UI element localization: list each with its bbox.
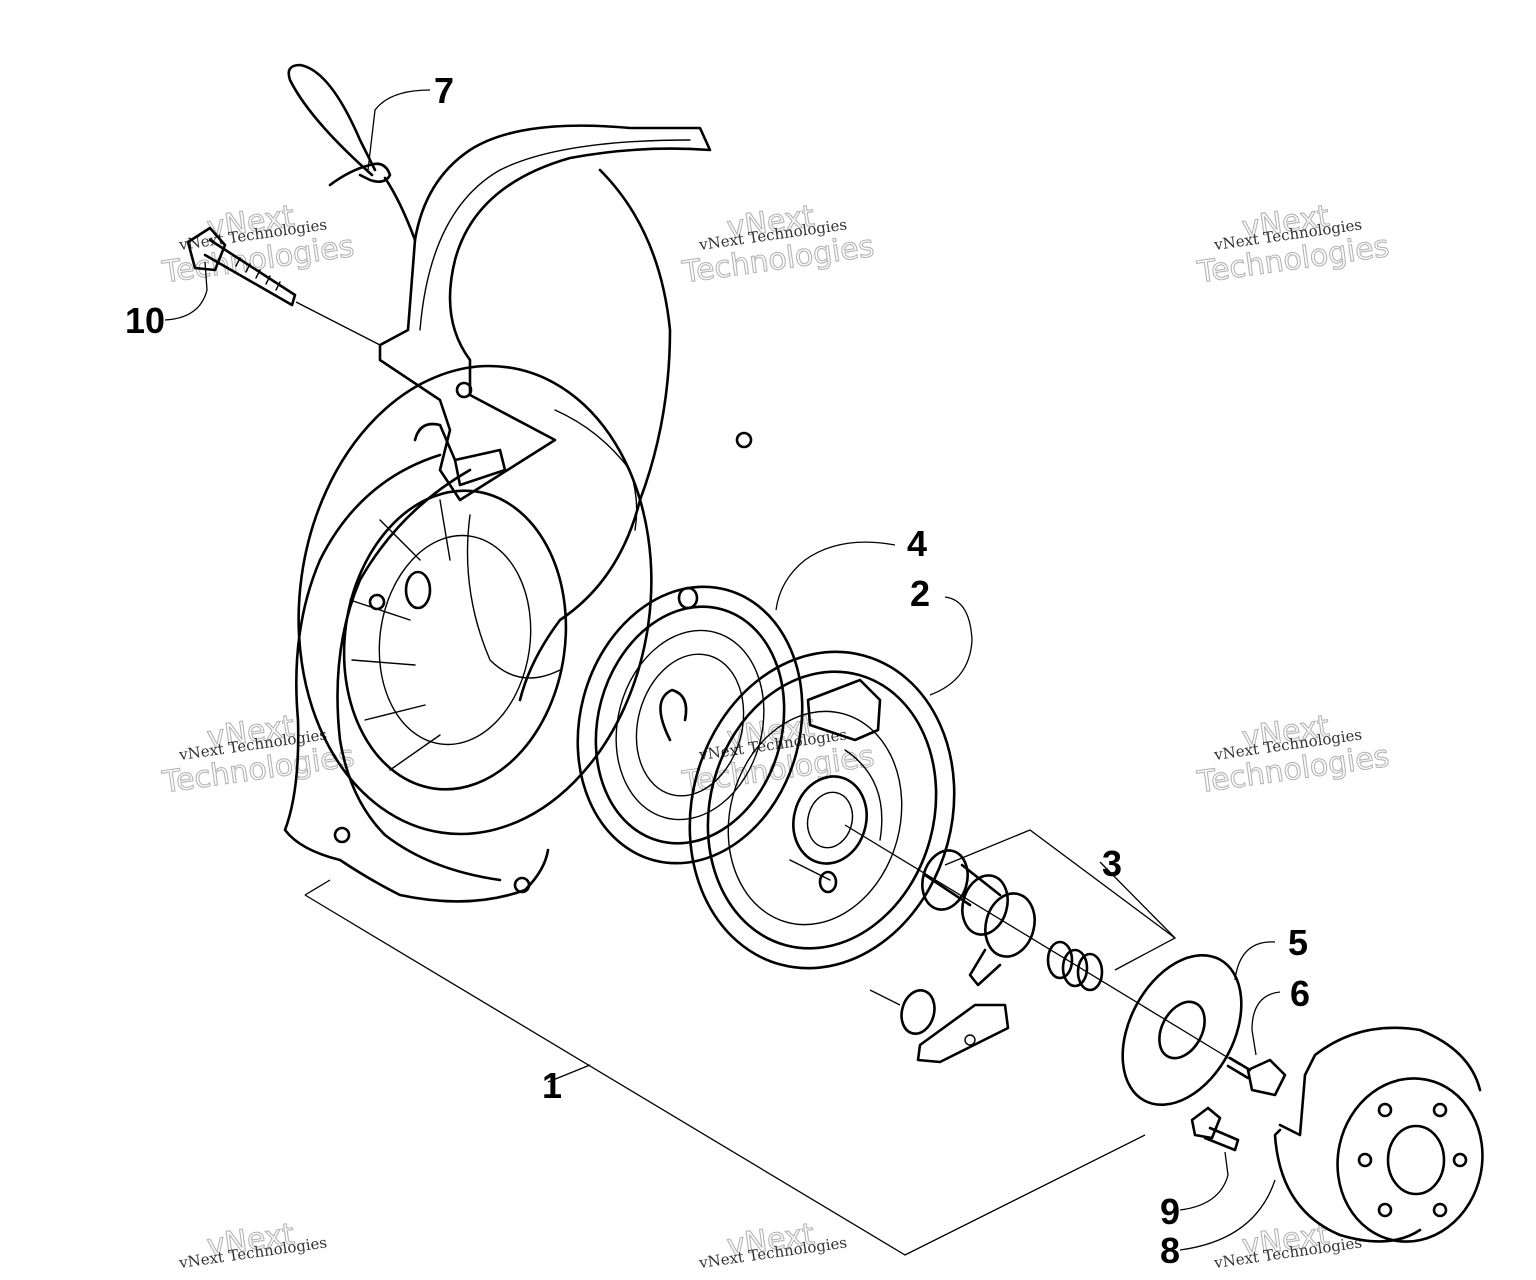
drive-plate-assembly: [844, 824, 1241, 1066]
assembly-bracket: [304, 879, 1146, 1256]
small-bolt: [1190, 1106, 1240, 1152]
starter-cup: [1273, 1026, 1484, 1243]
callout-7: 7: [434, 70, 454, 111]
watermark: vNext vNext Technologies: [1212, 1216, 1363, 1272]
callout-10: 10: [125, 300, 165, 341]
callout-4: 4: [907, 523, 927, 564]
watermark: vNext vNext Technologies Technologies: [679, 198, 877, 291]
watermark: vNext vNext Technologies Technologies: [159, 708, 357, 801]
plate-screw: [1226, 1056, 1287, 1097]
starter-rope: [287, 63, 561, 679]
watermark: vNext vNext Technologies: [697, 1216, 848, 1272]
recoil-spring: [576, 585, 804, 865]
callout-8: 8: [1160, 1230, 1180, 1271]
pulley-reel: [688, 650, 956, 970]
callout-3: 3: [1102, 843, 1122, 884]
callout-1: 1: [542, 1065, 562, 1106]
watermark: vNext vNext Technologies: [177, 1216, 328, 1272]
callout-9: 9: [1160, 1191, 1180, 1232]
callout-2: 2: [910, 573, 930, 614]
callout-labels: 1 2 3 4 5 6 7 8 9 10: [125, 70, 1310, 1271]
leader-lines: [164, 89, 1281, 1251]
starter-housing: [283, 124, 753, 903]
callout-5: 5: [1288, 922, 1308, 963]
housing-bolt: [186, 226, 381, 346]
callout-6: 6: [1290, 973, 1310, 1014]
watermark: vNext vNext Technologies Technologies: [159, 198, 357, 291]
watermark: vNext vNext Technologies Technologies: [1194, 708, 1392, 801]
washer-plate: [1121, 953, 1243, 1107]
watermark: vNext vNext Technologies Technologies: [1194, 198, 1392, 291]
